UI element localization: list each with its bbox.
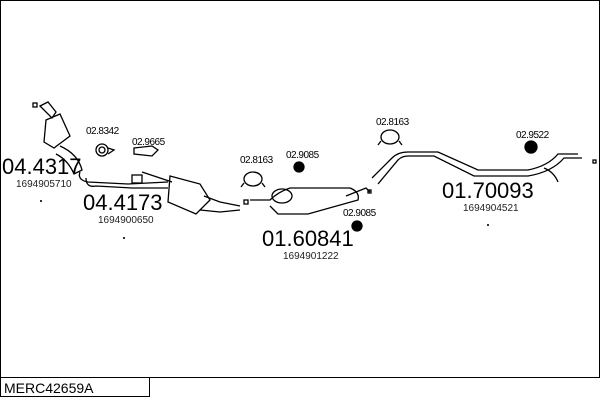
accessory-label: 02.8163 [376, 117, 409, 128]
marker-dot [123, 237, 125, 239]
rubber-mount-02-8163-b[interactable] [377, 129, 403, 146]
accessory-label: 02.9522 [516, 130, 549, 141]
middle-silencer-part[interactable] [250, 187, 372, 215]
marker-dot [40, 200, 42, 202]
part-number[interactable]: 04.4317 [2, 154, 82, 179]
rubber-mount-02-9085-a[interactable] [293, 161, 305, 173]
part-number[interactable]: 01.60841 [262, 226, 354, 251]
diagram-code: MERC42659A [0, 377, 150, 397]
accessory-label: 02.8163 [240, 155, 273, 166]
oem-number: 1694905710 [16, 179, 72, 190]
accessory-label: 02.8342 [86, 126, 119, 137]
center-catalyst-part[interactable] [167, 175, 249, 215]
rubber-mount-02-8163-a[interactable] [240, 171, 266, 188]
accessory-label: 02.9085 [286, 150, 319, 161]
oem-number: 1694900650 [98, 215, 154, 226]
accessory-label: 02.9665 [132, 137, 165, 148]
marker-dot [487, 224, 489, 226]
catalytic-converter-part[interactable] [32, 101, 83, 175]
rear-pipe-part[interactable] [371, 151, 597, 185]
part-number[interactable]: 04.4173 [83, 190, 163, 215]
oem-number: 1694904521 [463, 203, 519, 214]
accessory-label: 02.9085 [343, 208, 376, 219]
oem-number: 1694901222 [283, 251, 339, 262]
front-pipe-part[interactable] [78, 171, 173, 189]
gasket-02-9665[interactable] [133, 145, 160, 157]
part-number[interactable]: 01.70093 [442, 178, 534, 203]
rubber-mount-02-9522[interactable] [524, 140, 538, 154]
clamp-02-8342[interactable] [95, 143, 116, 157]
rubber-mount-02-9085-b[interactable] [351, 220, 363, 232]
